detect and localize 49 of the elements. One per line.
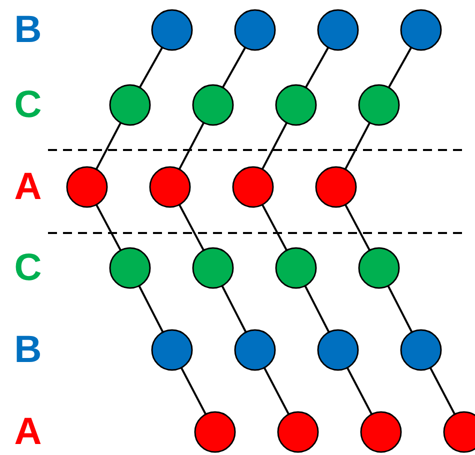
connector-line bbox=[95, 122, 122, 170]
atom-circle bbox=[317, 329, 359, 371]
connector-line bbox=[138, 46, 164, 88]
atom-circle bbox=[275, 84, 317, 126]
atom-circle bbox=[151, 329, 193, 371]
atom-circle bbox=[315, 166, 357, 208]
layer-label: C bbox=[13, 248, 43, 288]
layer-label: C bbox=[13, 85, 43, 125]
atom-circle bbox=[109, 84, 151, 126]
atom-circle bbox=[358, 247, 400, 289]
atom-circle bbox=[317, 9, 359, 51]
connector-line bbox=[178, 122, 205, 170]
connector-line bbox=[304, 285, 330, 333]
atom-circle bbox=[234, 9, 276, 51]
atom-circle bbox=[360, 411, 402, 453]
atom-circle bbox=[192, 84, 234, 126]
connector-line bbox=[388, 46, 412, 88]
atom-circle bbox=[109, 247, 151, 289]
connector-line bbox=[180, 367, 207, 415]
connector-line bbox=[96, 204, 122, 251]
layer-label: A bbox=[13, 167, 43, 207]
atom-circle bbox=[194, 411, 236, 453]
connector-line bbox=[261, 122, 288, 170]
atom-circle bbox=[400, 329, 442, 371]
atom-circle bbox=[149, 166, 191, 208]
connector-line bbox=[387, 285, 413, 333]
atom-circle bbox=[234, 329, 276, 371]
layer-label: B bbox=[13, 10, 43, 50]
connector-line bbox=[221, 285, 247, 333]
connector-line bbox=[344, 204, 370, 251]
connector-line bbox=[346, 367, 373, 415]
connector-line bbox=[304, 46, 330, 88]
atom-circle bbox=[192, 247, 234, 289]
connector-line bbox=[429, 367, 456, 415]
layer-label: A bbox=[13, 412, 43, 452]
connector-line bbox=[262, 204, 288, 251]
atom-circle bbox=[232, 166, 274, 208]
connector-line bbox=[344, 122, 371, 170]
atom-circle bbox=[358, 84, 400, 126]
atom-circle bbox=[400, 9, 442, 51]
connector-line bbox=[138, 285, 164, 333]
connector-line bbox=[263, 367, 290, 415]
atom-circle bbox=[277, 411, 319, 453]
atom-circle bbox=[151, 9, 193, 51]
atom-circle bbox=[275, 247, 317, 289]
layer-label: B bbox=[13, 330, 43, 370]
connector-line bbox=[222, 46, 246, 88]
connector-line bbox=[178, 204, 204, 251]
atom-circle bbox=[66, 166, 108, 208]
